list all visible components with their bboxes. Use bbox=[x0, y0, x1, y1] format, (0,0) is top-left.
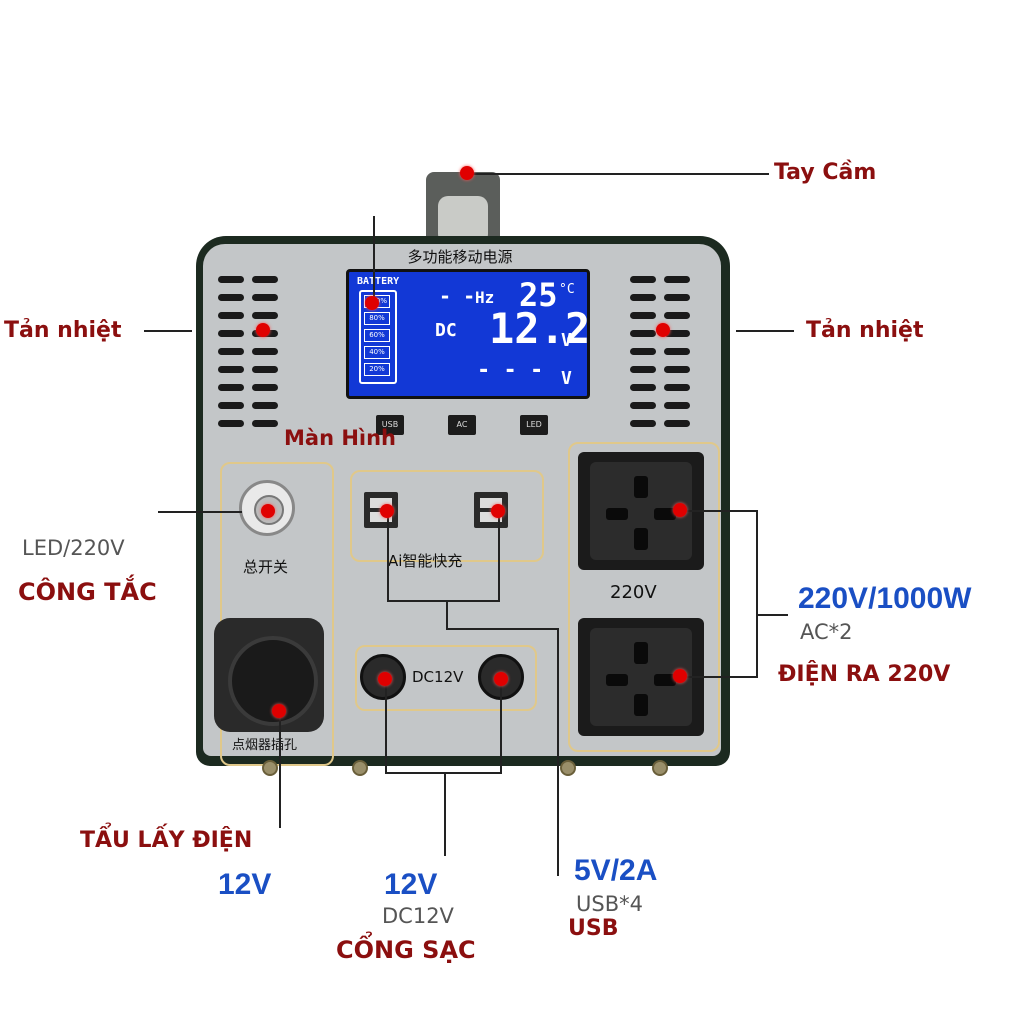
callout-ac-count: AC*2 bbox=[800, 620, 853, 644]
foot-screw bbox=[352, 760, 368, 776]
marker-dot bbox=[272, 704, 286, 718]
foot-screw bbox=[652, 760, 668, 776]
foot-screw bbox=[560, 760, 576, 776]
marker-dot bbox=[256, 323, 270, 337]
battery-level-40: 40% bbox=[364, 346, 390, 359]
marker-dot bbox=[378, 672, 392, 686]
dc-frame bbox=[355, 645, 537, 711]
marker-dot bbox=[261, 504, 275, 518]
temperature-value: 25 bbox=[519, 276, 558, 314]
led-button[interactable]: LED bbox=[520, 415, 548, 435]
callout-usb-count: USB*4 bbox=[576, 892, 643, 916]
dc-voltage-unit: V bbox=[561, 330, 572, 351]
callout-dc-sub: DC12V bbox=[382, 904, 454, 928]
callout-cig-spec: 12V bbox=[218, 868, 272, 901]
callout-cig: TẨU LẤY ĐIỆN bbox=[80, 828, 253, 853]
marker-dot bbox=[380, 504, 394, 518]
callout-usb-spec: 5V/2A bbox=[574, 854, 658, 887]
callout-usb: USB bbox=[568, 916, 619, 941]
leader-line bbox=[756, 614, 788, 616]
ac-button[interactable]: AC bbox=[448, 415, 476, 435]
temperature-unit: °C bbox=[559, 282, 575, 297]
panel-title: 多功能移动电源 bbox=[407, 248, 513, 266]
socket-label: 220V bbox=[610, 582, 657, 603]
leader-line bbox=[680, 676, 756, 678]
battery-level-20: 20% bbox=[364, 363, 390, 376]
marker-dot bbox=[494, 672, 508, 686]
callout-vent-right: Tản nhiệt bbox=[806, 318, 924, 343]
hz-value: - - bbox=[439, 284, 476, 308]
callout-handle: Tay Cầm bbox=[774, 160, 877, 185]
dc-label: DC12V bbox=[412, 668, 464, 686]
hz-unit: Hz bbox=[475, 288, 495, 307]
callout-screen: Màn Hình bbox=[284, 426, 397, 450]
marker-dot bbox=[656, 323, 670, 337]
cig-label: 点烟器插孔 bbox=[232, 738, 298, 753]
ac-socket-2[interactable] bbox=[578, 618, 704, 736]
leader-line bbox=[373, 216, 375, 302]
leader-line bbox=[680, 510, 756, 512]
dc-voltage-value: 12.2 bbox=[489, 304, 591, 353]
usb-label: Ai智能快充 bbox=[388, 552, 463, 570]
battery-level-80: 80% bbox=[364, 312, 390, 325]
cigarette-lighter-socket[interactable] bbox=[214, 618, 324, 732]
callout-switch-sub: LED/220V bbox=[22, 536, 125, 560]
battery-label: BATTERY bbox=[357, 276, 400, 287]
marker-dot bbox=[673, 503, 687, 517]
ac-voltage-value: - - - bbox=[477, 358, 544, 383]
leader-line bbox=[736, 330, 794, 332]
leader-line bbox=[158, 511, 242, 513]
marker-dot bbox=[460, 166, 474, 180]
leader-line bbox=[279, 712, 281, 828]
leader-line bbox=[446, 600, 448, 630]
leader-line bbox=[385, 680, 387, 774]
leader-line bbox=[500, 680, 502, 774]
ac-voltage-unit: V bbox=[561, 368, 572, 389]
callout-switch: CÔNG TẮC bbox=[18, 578, 157, 606]
leader-line bbox=[385, 772, 502, 774]
callout-ac-spec: 220V/1000W bbox=[798, 582, 972, 615]
foot-screw bbox=[262, 760, 278, 776]
leader-line bbox=[387, 600, 500, 602]
leader-line bbox=[756, 510, 758, 678]
callout-dc-spec: 12V bbox=[384, 868, 438, 901]
leader-line bbox=[144, 330, 192, 332]
marker-dot bbox=[491, 504, 505, 518]
lcd-screen: BATTERY 100% 80% 60% 40% 20% - - Hz 25 °… bbox=[346, 269, 590, 399]
callout-vent-left: Tản nhiệt bbox=[4, 318, 122, 343]
usb-button[interactable]: USB bbox=[376, 415, 404, 435]
leader-line bbox=[498, 512, 500, 602]
leader-line bbox=[446, 628, 558, 630]
leader-line bbox=[557, 628, 559, 876]
usb-frame bbox=[350, 470, 544, 562]
marker-dot bbox=[365, 296, 379, 310]
main-power-switch[interactable] bbox=[239, 480, 295, 536]
socket-frame bbox=[568, 442, 720, 752]
marker-dot bbox=[673, 669, 687, 683]
leader-line bbox=[467, 173, 769, 175]
dc-label: DC bbox=[435, 320, 457, 341]
battery-level-60: 60% bbox=[364, 329, 390, 342]
leader-line bbox=[387, 512, 389, 602]
callout-ac-out: ĐIỆN RA 220V bbox=[778, 662, 951, 687]
leader-line bbox=[444, 772, 446, 856]
switch-label: 总开关 bbox=[243, 558, 289, 576]
callout-dc: CỔNG SẠC bbox=[336, 936, 476, 964]
